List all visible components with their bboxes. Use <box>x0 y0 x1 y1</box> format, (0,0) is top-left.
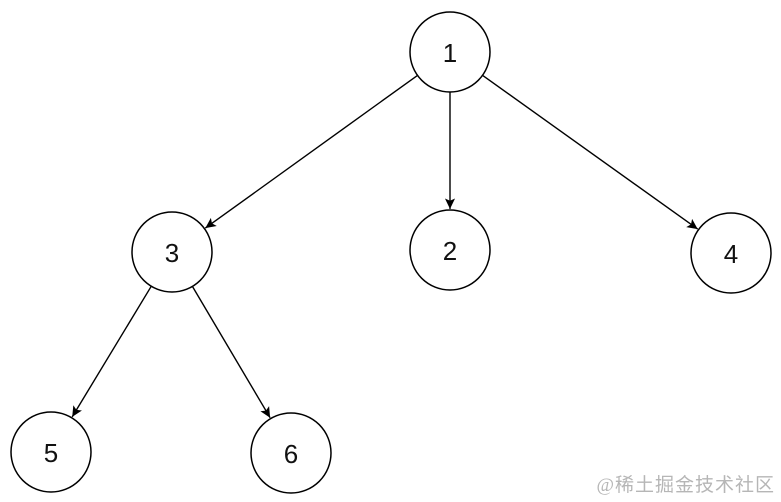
node-circle-1 <box>409 11 491 93</box>
tree-node-5: 5 <box>10 411 92 493</box>
node-circle-4 <box>690 212 772 294</box>
node-circle-2 <box>409 209 491 291</box>
node-label-2: 2 <box>443 236 457 266</box>
edge-3-to-5 <box>71 285 152 418</box>
edge-1-to-3 <box>204 74 418 229</box>
node-label-1: 1 <box>443 38 457 68</box>
node-circle-6 <box>250 412 332 494</box>
node-circle-3 <box>131 211 213 293</box>
watermark: @稀土掘金技术社区 <box>596 475 775 496</box>
node-label-5: 5 <box>44 438 58 468</box>
node-circle-5 <box>10 411 92 493</box>
node-label-3: 3 <box>165 238 179 268</box>
edge-3-to-6 <box>191 286 271 419</box>
tree-node-1: 1 <box>409 11 491 93</box>
node-label-6: 6 <box>284 439 298 469</box>
tree-node-3: 3 <box>131 211 213 293</box>
tree-node-6: 6 <box>250 412 332 494</box>
nodes-layer: 1 3 2 4 5 6 <box>10 11 772 494</box>
edge-1-to-4 <box>482 74 699 230</box>
edges-layer <box>71 74 699 419</box>
node-label-4: 4 <box>724 239 738 269</box>
tree-node-4: 4 <box>690 212 772 294</box>
tree-node-2: 2 <box>409 209 491 291</box>
